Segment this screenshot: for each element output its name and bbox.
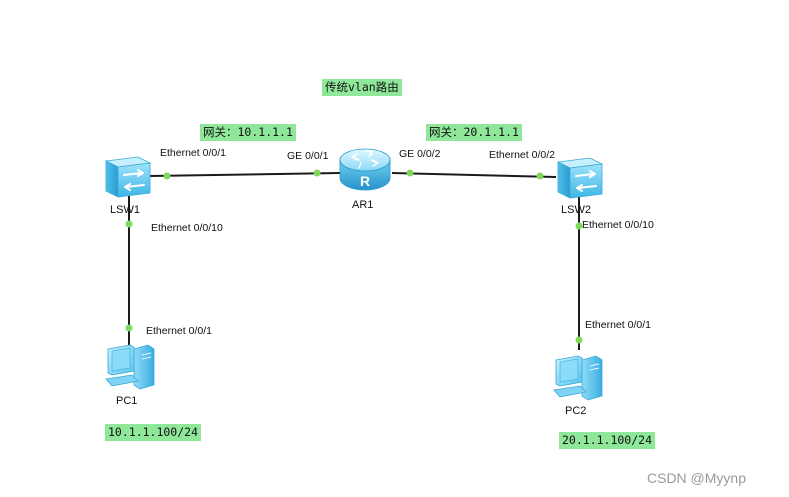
pc-icon-pc2[interactable] [552, 352, 606, 402]
router-icon-ar1[interactable]: R [337, 146, 393, 194]
link-ar1-lsw2 [391, 172, 557, 178]
svg-text:R: R [360, 173, 370, 189]
port-label-lsw1-up: Ethernet 0/0/1 [160, 147, 226, 159]
port-dot-pc2 [575, 336, 583, 344]
port-dot-pc1 [125, 324, 133, 332]
device-label-lsw2: LSW2 [561, 204, 591, 216]
device-label-pc1: PC1 [116, 395, 138, 407]
device-label-ar1: AR1 [352, 199, 374, 211]
gateway-note-left: 网关：10.1.1.1 [200, 124, 296, 141]
port-label-lsw1-down: Ethernet 0/0/10 [151, 222, 223, 234]
address-note-pc2: 20.1.1.100/24 [559, 432, 656, 449]
watermark: CSDN @Myynp [647, 470, 747, 486]
port-dot-lsw1-up [163, 172, 171, 180]
device-label-pc2: PC2 [565, 405, 587, 417]
port-label-pc1: Ethernet 0/0/1 [146, 325, 212, 337]
switch-icon-lsw1[interactable] [104, 153, 152, 199]
port-label-lsw2-down: Ethernet 0/0/10 [582, 219, 654, 231]
pc-icon-pc1[interactable] [104, 341, 158, 391]
link-lsw1-ar1 [149, 172, 341, 177]
gateway-note-right: 网关：20.1.1.1 [426, 124, 522, 141]
device-label-lsw1: LSW1 [110, 204, 140, 216]
port-label-lsw2-up: Ethernet 0/0/2 [489, 149, 555, 161]
port-dot-lsw1-down [125, 220, 133, 228]
port-dot-lsw2-up [536, 172, 544, 180]
port-dot-ar1-right [406, 169, 414, 177]
port-dot-ar1-left [313, 169, 321, 177]
diagram-title: 传统vlan路由 [322, 79, 402, 96]
port-label-pc2: Ethernet 0/0/1 [585, 319, 651, 331]
port-label-ar1-right: GE 0/0/2 [399, 148, 441, 160]
switch-icon-lsw2[interactable] [556, 154, 604, 200]
port-label-ar1-left: GE 0/0/1 [287, 150, 329, 162]
port-dot-lsw2-down [575, 222, 583, 230]
address-note-pc1: 10.1.1.100/24 [105, 424, 202, 441]
